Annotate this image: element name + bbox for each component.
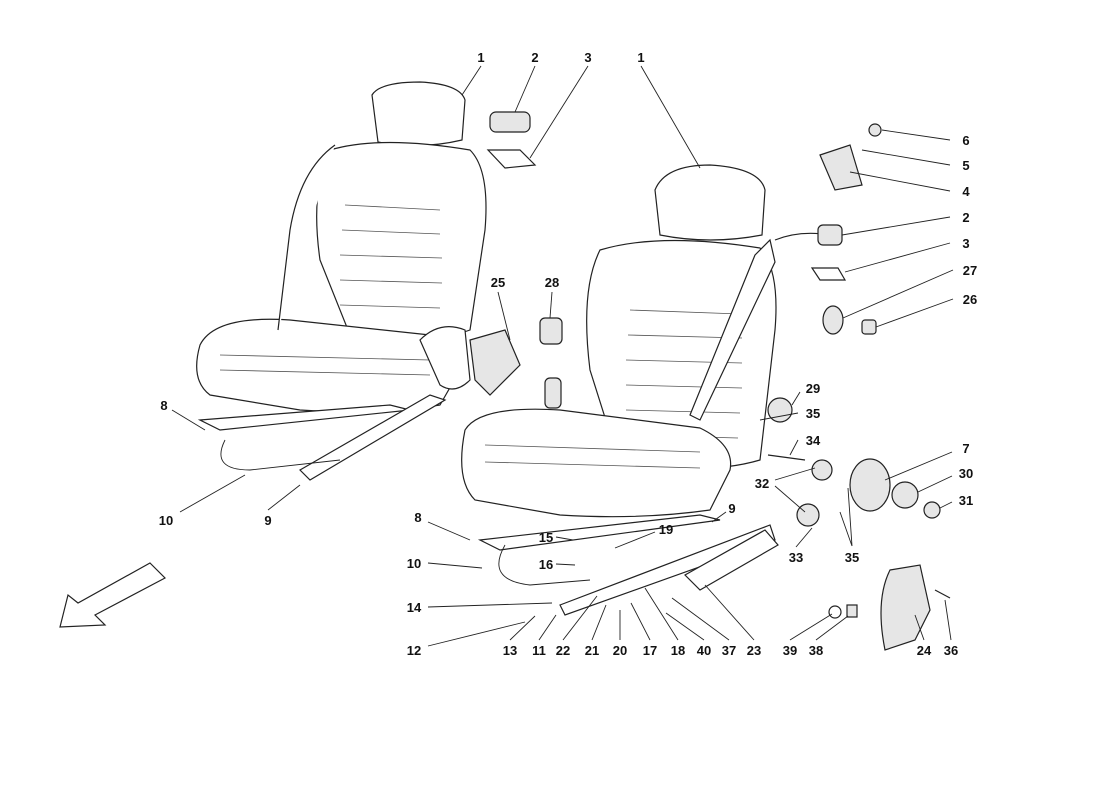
callout-label: 16 <box>539 557 553 572</box>
callout-label: 18 <box>671 643 685 658</box>
callout-label: 20 <box>613 643 627 658</box>
callout-label: 2 <box>962 210 969 225</box>
callout-label: 35 <box>806 406 820 421</box>
callout-label: 10 <box>159 513 173 528</box>
callout-label: 6 <box>962 133 969 148</box>
callout-label: 30 <box>959 466 973 481</box>
callout-label: 8 <box>160 398 167 413</box>
belt-retractor-left <box>486 111 537 169</box>
callout-label: 33 <box>789 550 803 565</box>
left-seat <box>196 81 487 481</box>
callout-label: 13 <box>503 643 517 658</box>
direction-arrow-icon <box>59 562 166 628</box>
callout-label: 21 <box>585 643 599 658</box>
callout-label: 2 <box>531 50 538 65</box>
callout-label: 11 <box>532 643 546 658</box>
callout-label: 3 <box>962 236 969 251</box>
callout-label: 19 <box>659 522 673 537</box>
callout-label: 23 <box>747 643 761 658</box>
callout-label: 10 <box>407 556 421 571</box>
callout-label: 17 <box>643 643 657 658</box>
callout-label: 5 <box>962 158 969 173</box>
callout-label: 14 <box>407 600 422 615</box>
callout-label: 26 <box>963 292 977 307</box>
callout-label: 8 <box>414 510 421 525</box>
callout-label: 9 <box>728 501 735 516</box>
callout-label: 1 <box>477 50 484 65</box>
callout-label: 24 <box>917 643 932 658</box>
callout-label: 32 <box>755 476 769 491</box>
callout-label: 29 <box>806 381 820 396</box>
callout-label: 27 <box>963 263 977 278</box>
callout-label: 37 <box>722 643 736 658</box>
callout-label: 9 <box>264 513 271 528</box>
callout-label: 4 <box>962 184 970 199</box>
callout-label: 39 <box>783 643 797 658</box>
leader-lines <box>171 65 954 647</box>
callout-label: 31 <box>959 493 973 508</box>
callout-label: 36 <box>944 643 958 658</box>
callout-label: 38 <box>809 643 823 658</box>
right-seat <box>461 164 843 616</box>
callout-label: 3 <box>584 50 591 65</box>
callout-label: 35 <box>845 550 859 565</box>
callout-label: 7 <box>962 441 969 456</box>
callout-label: 34 <box>806 433 821 448</box>
callout-label: 28 <box>545 275 559 290</box>
callout-label: 15 <box>539 530 553 545</box>
callout-label: 25 <box>491 275 505 290</box>
callout-label: 1 <box>637 50 644 65</box>
callout-label: 22 <box>556 643 570 658</box>
callout-label: 12 <box>407 643 421 658</box>
callout-label: 40 <box>697 643 711 658</box>
right-small-parts <box>469 123 951 651</box>
callout-labels: 1 2 3 1 6 5 4 2 3 27 26 25 28 29 35 34 7… <box>159 50 977 658</box>
